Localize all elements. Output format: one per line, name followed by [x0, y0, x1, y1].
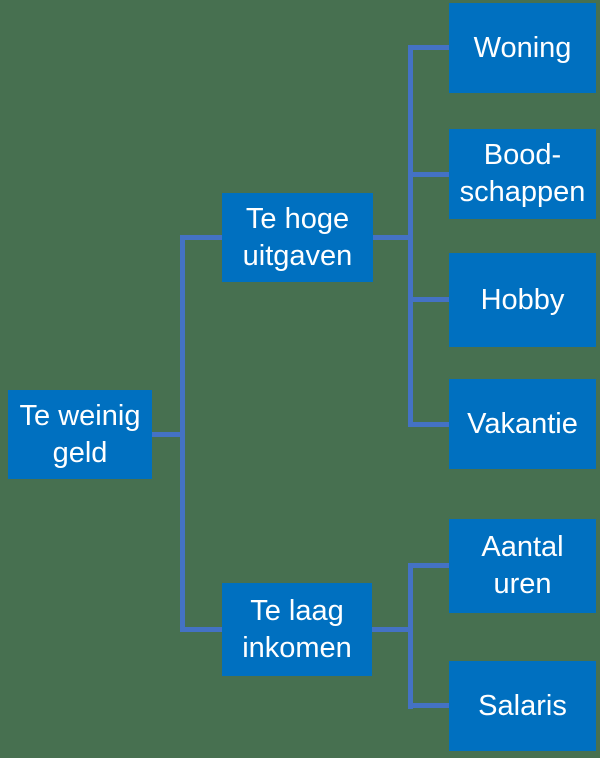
connector-root-to-bus: [152, 432, 185, 437]
connector-te-hoge-uitgaven-to-bus: [373, 235, 413, 240]
connector-uitgaven-bus-vertical: [408, 45, 413, 427]
node-te-laag-inkomen: Te laag inkomen: [222, 583, 372, 676]
connector-bus-to-hobby: [408, 297, 449, 302]
node-salaris: Salaris: [449, 661, 596, 751]
connector-inkomen-bus-vertical: [408, 563, 413, 709]
node-hobby: Hobby: [449, 253, 596, 347]
connector-bus-to-boodschappen: [408, 172, 449, 177]
connector-te-laag-inkomen-to-bus: [372, 627, 413, 632]
node-aantal-uren: Aantal uren: [449, 519, 596, 613]
node-boodschappen: Bood- schappen: [449, 129, 596, 219]
node-te-hoge-uitgaven: Te hoge uitgaven: [222, 193, 373, 282]
node-vakantie: Vakantie: [449, 379, 596, 469]
node-woning: Woning: [449, 3, 596, 93]
connector-bus-to-te-laag-inkomen: [180, 627, 222, 632]
node-te-weinig-geld: Te weinig geld: [8, 390, 152, 479]
connector-bus-to-te-hoge-uitgaven: [180, 235, 222, 240]
connector-bus-to-salaris: [408, 703, 449, 708]
connector-bus-to-aantal-uren: [408, 563, 449, 568]
connector-root-bus-vertical: [180, 235, 185, 632]
connector-bus-to-vakantie: [408, 422, 449, 427]
connector-bus-to-woning: [408, 45, 449, 50]
